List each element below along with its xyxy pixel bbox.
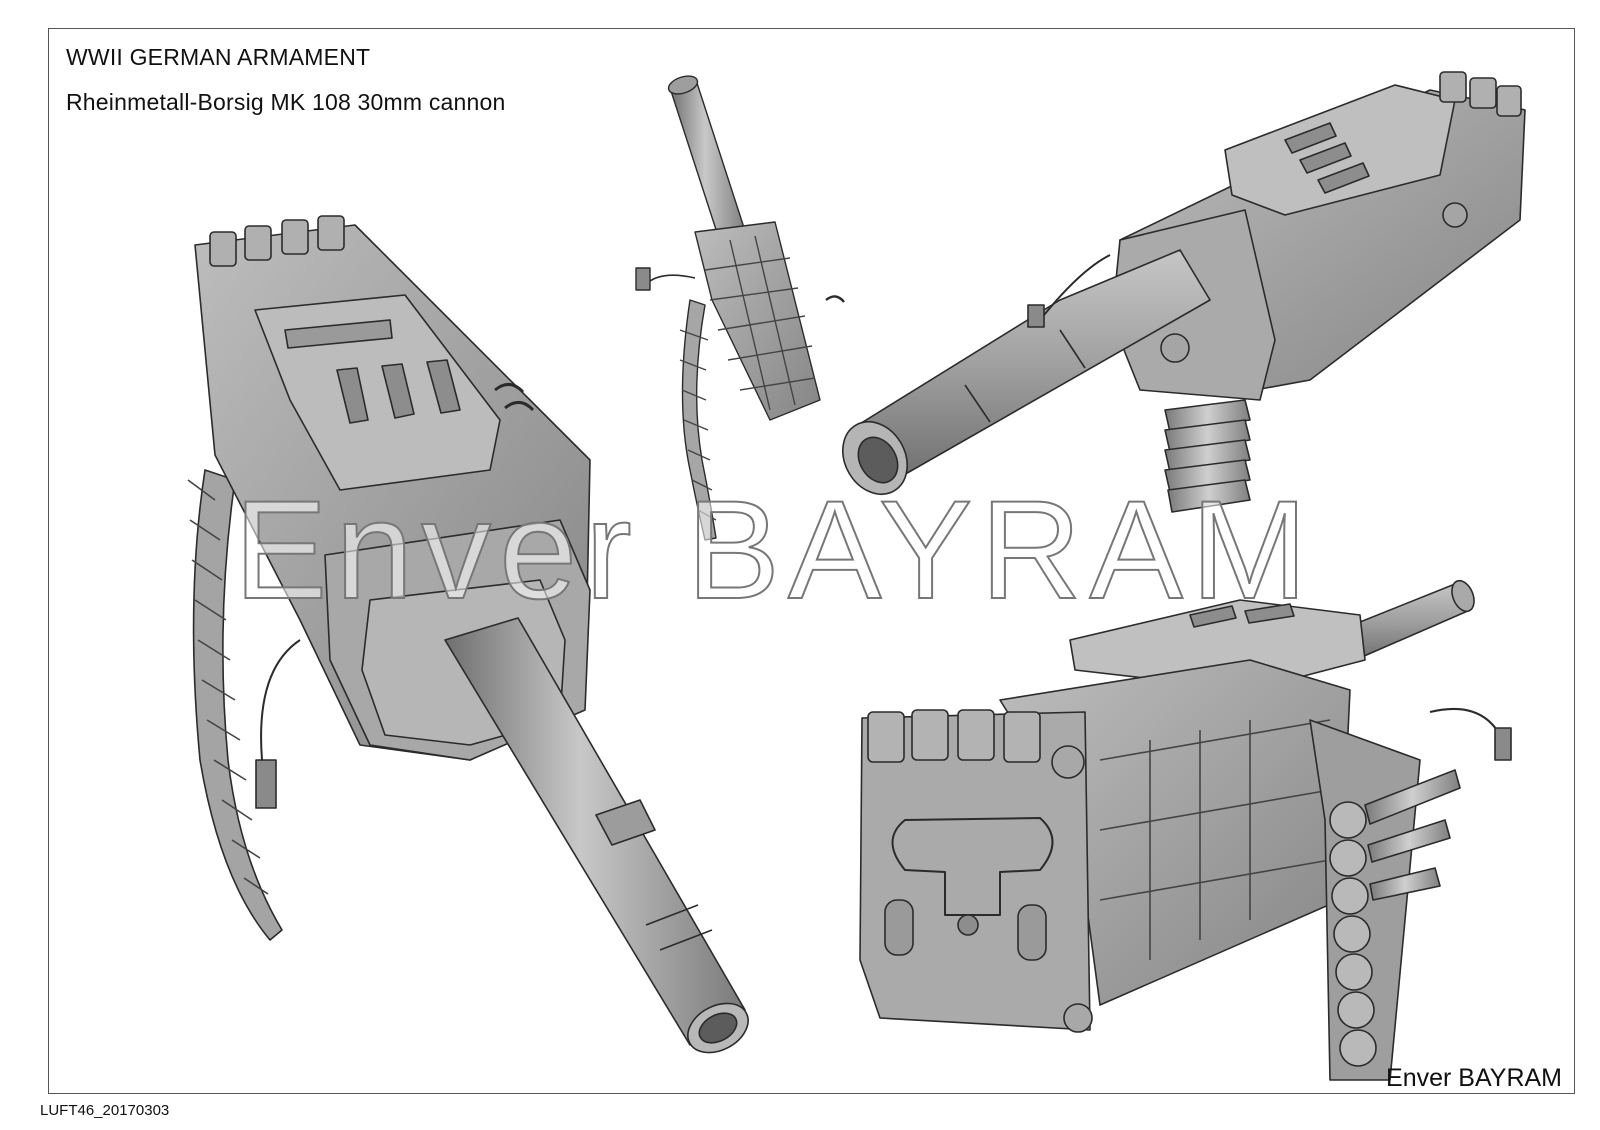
sheet-subtitle: Rheinmetall-Borsig MK 108 30mm cannon: [66, 89, 506, 115]
ammo-belt-left: [187, 469, 283, 941]
right-front-view: [842, 71, 1526, 513]
sheet-frame: [48, 28, 1575, 1094]
top-view: [635, 75, 845, 541]
ammo-belt-rear: [1309, 719, 1461, 1081]
watermark: Enver BAYRAM: [234, 471, 1315, 628]
rear-view: [859, 579, 1512, 1081]
sheet-title: WWII GERMAN ARMAMENT: [66, 44, 371, 70]
signature: Enver BAYRAM: [1386, 1064, 1562, 1092]
sheet-code: LUFT46_20170303: [40, 1102, 170, 1119]
ammo-belt-right: [1164, 399, 1251, 513]
front-left-view: [187, 215, 749, 1054]
